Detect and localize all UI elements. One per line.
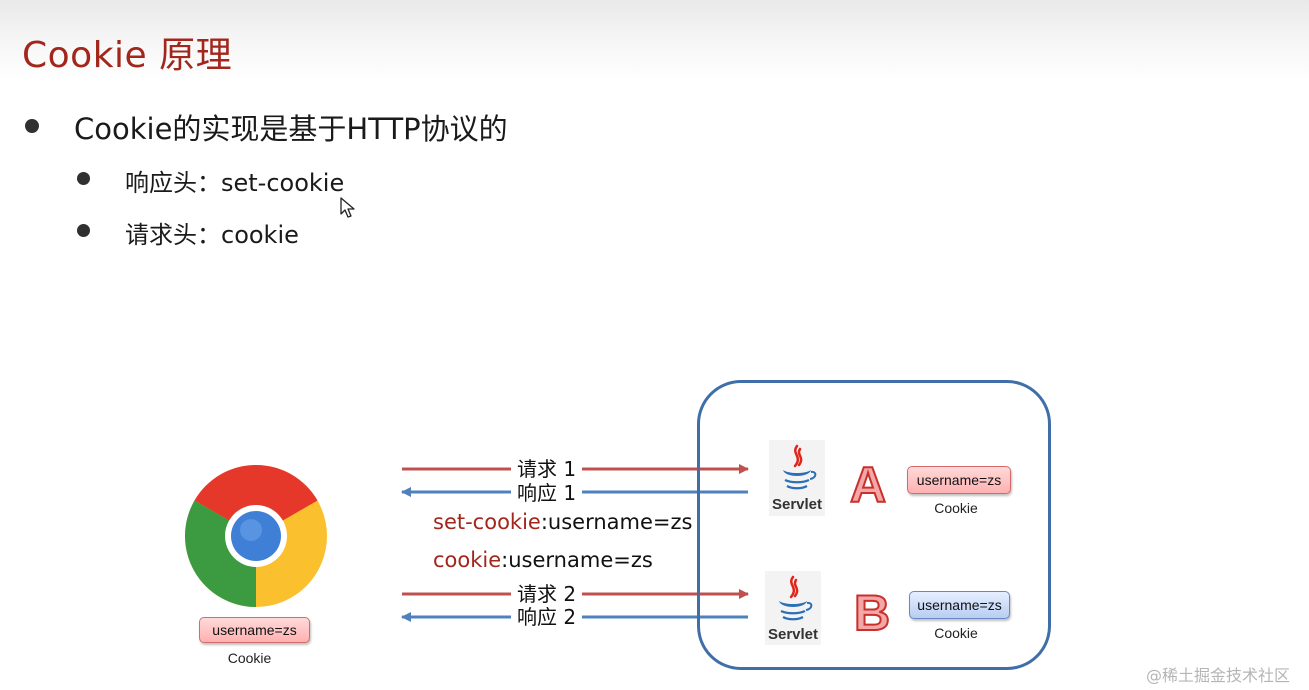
server-a-cookie-caption: Cookie	[934, 500, 978, 516]
set-cookie-value: :username=zs	[540, 510, 693, 534]
slide-header	[0, 0, 1309, 82]
response-1-label: 响应 1	[511, 482, 583, 504]
bullet-dot	[25, 119, 39, 133]
server-container	[697, 380, 1051, 670]
server-a-letter: A	[849, 457, 887, 513]
bullet-main: Cookie的实现是基于HTTP协议的	[74, 112, 508, 146]
server-b-cookie-chip: username=zs	[909, 591, 1010, 619]
response-2-label: 响应 2	[511, 606, 583, 628]
browser-cookie-caption: Cookie	[227, 650, 272, 666]
servlet-logo-text: Servlet	[771, 496, 823, 513]
set-cookie-message: set-cookie:username=zs	[433, 510, 692, 534]
mouse-cursor-icon	[340, 197, 355, 218]
watermark: @稀土掘金技术社区	[1146, 666, 1291, 685]
cookie-message: cookie:username=zs	[433, 548, 653, 572]
server-b-cookie-caption: Cookie	[934, 625, 978, 641]
servlet-logo-text: Servlet	[767, 626, 819, 643]
request-1-label: 请求 1	[511, 458, 583, 480]
slide-title: Cookie 原理	[22, 35, 233, 76]
cookie-key: cookie	[433, 548, 502, 572]
set-cookie-key: set-cookie	[433, 510, 541, 534]
cookie-value: :username=zs	[501, 548, 653, 572]
chrome-logo-icon	[184, 464, 327, 607]
browser-cookie-chip: username=zs	[199, 617, 310, 643]
bullet-dot	[77, 224, 90, 237]
server-b-letter: B	[853, 585, 891, 641]
request-2-label: 请求 2	[511, 583, 583, 605]
bullet-request-header: 请求头：cookie	[125, 221, 299, 249]
bullet-dot	[77, 172, 90, 185]
java-servlet-icon: Servlet	[765, 571, 821, 645]
bullet-response-header: 响应头：set-cookie	[125, 169, 345, 197]
server-a-cookie-chip: username=zs	[907, 466, 1011, 494]
java-servlet-icon: Servlet	[769, 440, 825, 516]
